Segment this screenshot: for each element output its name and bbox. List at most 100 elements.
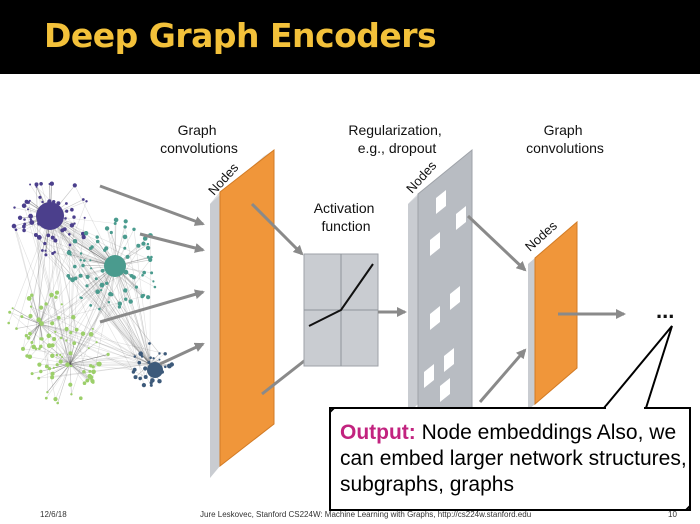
graph-edge (36, 186, 41, 325)
graph-edge (39, 229, 66, 325)
graph-node (131, 370, 136, 374)
graph-edge (62, 356, 151, 365)
graph-node (74, 327, 79, 332)
graph-edge (12, 308, 41, 325)
graph-edge (73, 265, 116, 318)
graph-node (29, 305, 33, 308)
graph-edge (33, 215, 51, 347)
graph-edge (66, 265, 116, 341)
graph-edge (50, 216, 116, 267)
graph-edge (131, 275, 151, 365)
graph-edge (60, 361, 151, 365)
graph-node (133, 355, 137, 358)
graph-edge (69, 354, 109, 365)
graph-edge (47, 363, 71, 393)
graph-edge (12, 308, 41, 325)
graph-edge (57, 363, 71, 404)
graph-edge (74, 185, 116, 267)
graph-conv-layer-1: Nodes (205, 148, 275, 478)
graph-node (73, 264, 77, 269)
graph-edge (49, 215, 68, 365)
graph-edge (39, 323, 41, 339)
graph-node (138, 351, 143, 357)
graph-edge (39, 323, 71, 333)
graph-edge (69, 354, 109, 365)
graph-edge (52, 237, 151, 365)
graph-edge (39, 323, 166, 355)
graph-node (95, 235, 99, 239)
graph-edge (22, 323, 41, 350)
graph-edge (15, 229, 71, 365)
footer-page-number: 10 (668, 510, 677, 519)
graph-edge (40, 338, 71, 365)
ellipsis: ... (656, 298, 674, 323)
label-graph-convolutions-1: Graph convolutions (160, 122, 238, 156)
graph-node (70, 277, 75, 283)
graph-node (37, 376, 41, 380)
graph-node (95, 239, 100, 244)
graph-node (100, 289, 103, 292)
graph-node (39, 369, 43, 374)
graph-node (89, 259, 92, 262)
graph-edge (13, 225, 116, 267)
graph-node (69, 223, 75, 228)
graph-node (142, 270, 146, 275)
graph-edge (39, 323, 62, 339)
graph-node (143, 375, 148, 379)
callout-highlight: Output: (340, 421, 416, 444)
graph-node (34, 182, 39, 187)
graph-edge (21, 316, 41, 325)
graph-edge (71, 265, 116, 395)
graph-edge (49, 215, 143, 357)
graph-edge (28, 323, 41, 339)
graph-node (79, 396, 83, 401)
graph-node (158, 358, 161, 361)
graph-node (149, 356, 152, 360)
graph-edge (39, 291, 98, 325)
graph-edge (40, 363, 71, 372)
graph-node (54, 290, 60, 295)
graph-edge (39, 323, 146, 378)
graph-node (54, 295, 58, 299)
graph-node (132, 227, 136, 231)
graph-node (59, 353, 62, 357)
graph-edge (49, 215, 140, 363)
graph-edge (39, 292, 58, 325)
graph-node (60, 228, 65, 233)
graph-edge (69, 241, 76, 365)
graph-node (59, 336, 63, 340)
graph-node (11, 223, 17, 229)
graph-edge (96, 341, 151, 365)
graph-node (46, 343, 52, 349)
graph-node (17, 215, 23, 220)
graph-edge (16, 323, 41, 329)
graph-node (89, 304, 93, 307)
graph-edge (55, 363, 71, 400)
graph-edge (69, 363, 91, 372)
graph-edge (69, 238, 146, 365)
navy-cluster-hub (147, 362, 163, 378)
graph-node (11, 307, 14, 310)
graph-node (90, 267, 93, 270)
graph-node (65, 202, 68, 205)
label-graph-convolutions-2: Graph convolutions (526, 122, 604, 156)
graph-node (41, 200, 44, 204)
graph-edge (47, 363, 71, 393)
graph-edge (39, 323, 71, 333)
graph-edge (28, 323, 41, 339)
graph-edge (69, 353, 141, 365)
graph-edge (28, 323, 41, 339)
graph-node (131, 275, 136, 280)
graph-node (94, 277, 98, 281)
graph-node (20, 315, 24, 319)
graph-node (150, 378, 155, 383)
graph-node (148, 257, 153, 262)
graph-edge (39, 323, 170, 367)
graph-edge (69, 363, 72, 395)
graph-node (145, 245, 151, 251)
graph-node (22, 224, 26, 229)
graph-edge (57, 363, 71, 404)
graph-node (90, 245, 94, 249)
graph-node (71, 315, 76, 320)
graph-edge (80, 259, 151, 365)
